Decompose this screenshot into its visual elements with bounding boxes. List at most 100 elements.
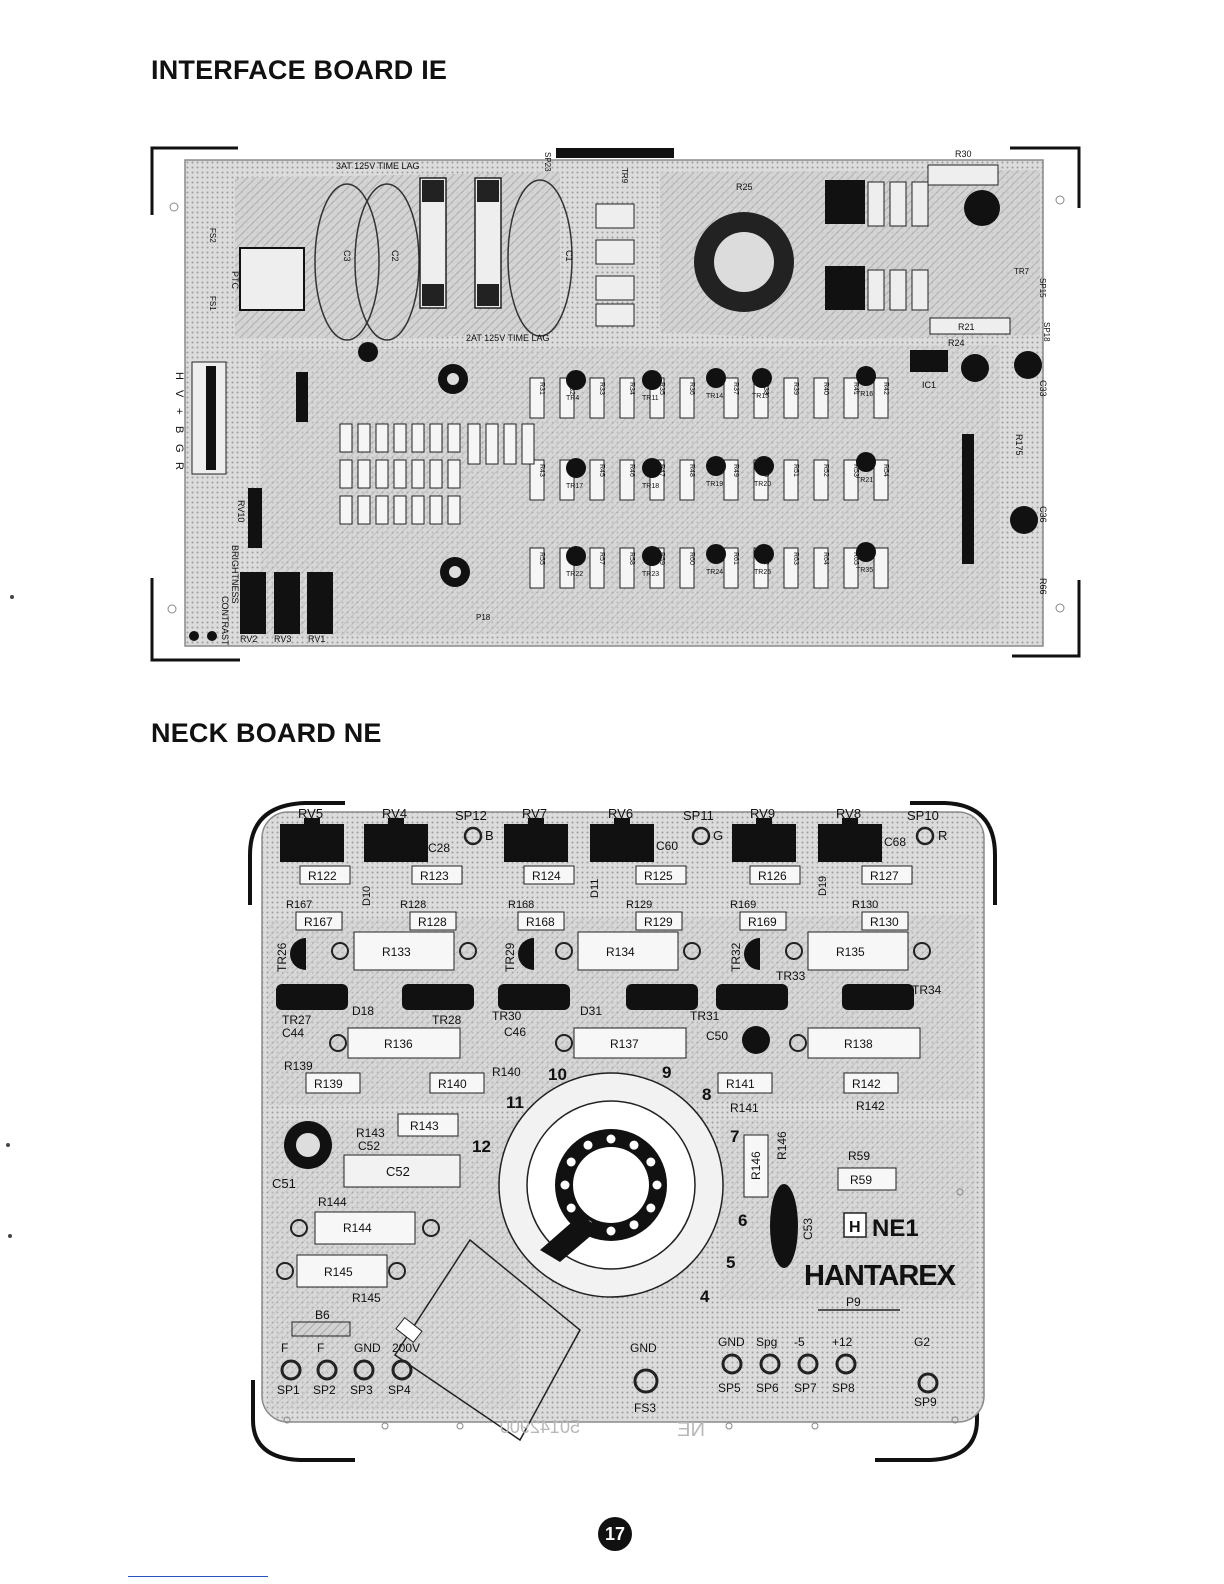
transistor-label: TR33 [776,969,806,983]
transistor-body [754,544,774,564]
resistor-ref: R130 [852,899,878,911]
socket-pin-number: 7 [730,1127,739,1146]
transistor-label: TR23 [642,571,659,578]
pot-rv1 [307,572,333,634]
label-r144: R144 [318,1195,347,1209]
transistor-body [752,368,772,388]
transistor-label: TR19 [706,481,723,488]
resistor-r136 [347,1027,461,1059]
pad [280,1359,302,1381]
diode-d2 [595,275,635,301]
resistor-label: R133 [382,945,411,959]
pad-top-label: GND [718,1335,745,1349]
pot-shaft [304,818,320,826]
resistor-label: R135 [836,945,865,959]
resistor-label: R54 [882,464,889,477]
resistor-label: R137 [610,1037,639,1051]
resistor-pad [331,942,349,960]
transistor-label: TR17 [566,483,583,490]
resistor-body [393,423,407,453]
label-fs3: FS3 [634,1401,656,1415]
resistor-label: R57 [598,552,605,565]
transistor-tr29 [518,938,534,970]
label-c51: C51 [272,1176,296,1191]
resistor-ref: R128 [400,899,426,911]
capacitor-c52-body [343,1154,461,1188]
pad-top-label: -5 [794,1335,805,1349]
label-serial-mirrored: 50142900 [500,1417,580,1437]
label-c3: C3 [342,250,352,262]
resistor-label: R128 [418,915,447,929]
resistor-label: R58 [628,552,635,565]
resistor-body [393,495,407,525]
label-r145-body: R145 [324,1265,353,1279]
resistor-ref: R142 [856,1099,885,1113]
pad [353,1359,375,1381]
resistor-body [357,495,371,525]
scan-mark [6,1143,10,1147]
channel-letter: R [938,828,947,843]
resistor-body [503,423,517,465]
label-r145: R145 [352,1291,381,1305]
diode-d3 [595,303,635,327]
resistor-body [873,377,889,419]
interface-board: R31R32R33R34R35R36R37R38R39R40R41R42R43R… [150,146,1081,662]
resistor-label: R46 [628,464,635,477]
bracket-top-left [248,801,345,905]
diode-d1 [595,203,635,229]
resistor-label: R136 [384,1037,413,1051]
bracket-bottom-right [875,1345,979,1462]
socket-pin-number: 12 [472,1137,491,1156]
label-ic1: IC1 [922,380,936,390]
socket-pin-number: 6 [738,1211,747,1230]
pot-shaft [388,818,404,826]
resistor-ref: R139 [284,1059,313,1073]
transistor-tr26 [290,938,306,970]
capacitor-c36 [1010,506,1038,534]
socket-hole [606,1134,616,1144]
label-sp23: SP23 [543,152,552,172]
pad-top-label: 200V [392,1341,420,1355]
resistor-label: R53 [852,464,859,477]
resistor-ref: R126 [740,853,766,865]
resistor-body [873,547,889,589]
pot-shaft [756,818,772,826]
resistor-label: R40 [822,382,829,395]
resistor-label: R126 [758,869,787,883]
mount-hole [1055,195,1065,205]
socket-pin-number: 5 [726,1253,735,1272]
resistor-body [357,459,371,489]
resistor-label: R45 [598,464,605,477]
label-rv10: RV10 [236,500,246,522]
capacitor-c50 [742,1026,770,1054]
resistor-r137 [573,1027,687,1059]
transistor-body [856,542,876,562]
bracket-bottom-left [150,578,240,662]
resistor-r139 [305,1072,361,1094]
mount-hole [951,1416,959,1424]
resistor-label: R64 [822,552,829,565]
mount-hole [283,1416,291,1424]
pot-rv4 [364,824,428,862]
transistor-label: TR31 [690,1009,720,1023]
resistor-label: R51 [792,464,799,477]
label-p18: P18 [476,613,491,622]
pot-label: RV9 [750,806,775,821]
resistor-r123 [411,865,463,885]
power-transistor-tr5 [825,266,865,310]
label-c44: C44 [282,1026,304,1040]
resistor-r129 [635,911,683,931]
pad-top-label: +12 [832,1335,853,1349]
resistor-body [485,423,499,465]
transistor-label: TR35 [856,567,873,574]
bracket-top-right [910,801,997,905]
pot-label: RV7 [522,806,547,821]
resistor-r127 [861,865,913,885]
pad-top-label: G2 [914,1335,930,1349]
socket-hole [646,1203,656,1213]
label-r30: R30 [955,149,972,159]
bracket-top-right [1010,146,1081,208]
